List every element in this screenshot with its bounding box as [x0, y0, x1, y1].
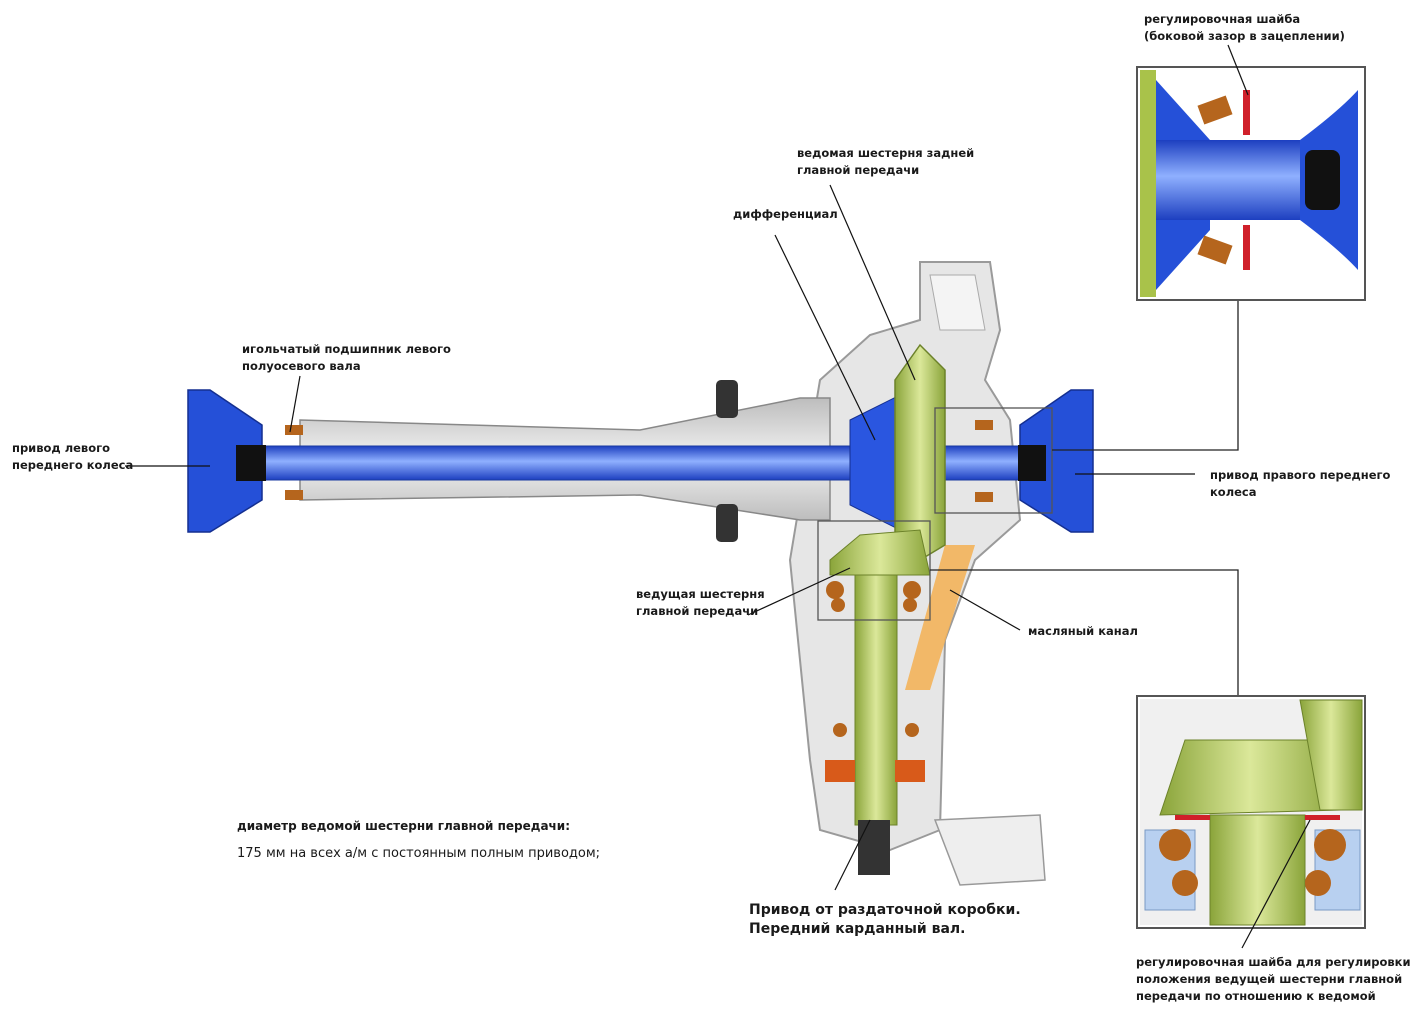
label-oil-channel: масляный канал — [1028, 624, 1138, 638]
inset-backlash-shim — [1136, 66, 1366, 301]
label-line: колеса — [1210, 485, 1257, 499]
label-right-wheel-drive: привод правого переднего колеса — [1210, 467, 1390, 501]
label-line: привод левого — [12, 441, 111, 455]
ring-gear — [894, 343, 946, 561]
pinion-shaft — [825, 529, 931, 875]
label-line: главной передачи — [636, 604, 759, 618]
oil-channel — [905, 545, 975, 690]
diameter-value: 175 мм на всех а/м с постоянным полным п… — [237, 846, 601, 861]
left-flange — [187, 389, 303, 533]
label-line: игольчатый подшипник левого — [242, 342, 451, 356]
label-line: ведущая шестерня — [636, 587, 765, 601]
label-line: главной передачи — [797, 163, 920, 177]
label-line: переднего колеса — [12, 458, 134, 472]
label-line: привод правого переднего — [1210, 468, 1391, 482]
label-line: положения ведущей шестерни главной — [1136, 972, 1403, 986]
label-ring-gear: ведомая шестерня задней главной передачи — [797, 145, 974, 179]
diameter-title: диаметр ведомой шестерни главной передач… — [237, 819, 570, 833]
inset-pinion-shim — [1136, 695, 1366, 929]
label-transfer-case-drive: Привод от раздаточной коробки. Передний … — [749, 901, 1021, 939]
label-line: полуосевого вала — [242, 359, 361, 373]
label-line: Передний карданный вал. — [749, 921, 966, 937]
label-pinion-gear: ведущая шестерня главной передачи — [636, 586, 765, 620]
label-needle-bearing: игольчатый подшипник левого полуосевого … — [242, 341, 451, 375]
half-shaft — [209, 445, 1081, 481]
label-backlash-shim: регулировочная шайба (боковой зазор в за… — [1144, 11, 1345, 45]
label-line: Привод от раздаточной коробки. — [749, 902, 1021, 918]
label-left-wheel-drive: привод левого переднего колеса — [12, 440, 133, 474]
label-line: регулировочная шайба — [1144, 12, 1301, 26]
diameter-note: диаметр ведомой шестерни главной передач… — [237, 812, 600, 868]
label-pinion-shim: регулировочная шайба для регулировки пол… — [1136, 954, 1411, 1005]
label-line: передачи по отношению к ведомой — [1136, 989, 1376, 1003]
leader-lines — [125, 44, 1311, 949]
label-line: (боковой зазор в зацеплении) — [1144, 29, 1345, 43]
label-line: регулировочная шайба для регулировки — [1136, 955, 1411, 969]
label-line: ведомая шестерня задней — [797, 146, 975, 160]
label-differential: дифференциал — [733, 207, 838, 221]
right-flange — [975, 389, 1094, 533]
